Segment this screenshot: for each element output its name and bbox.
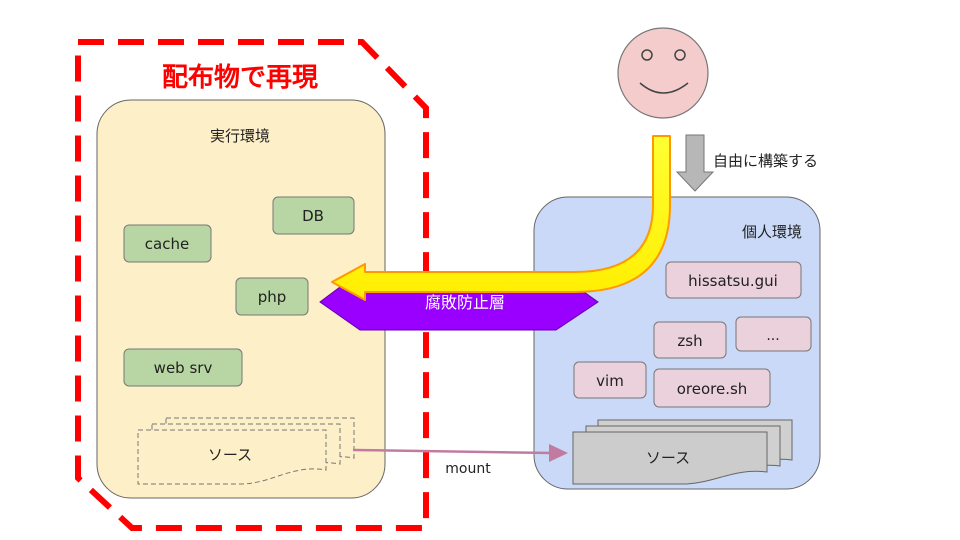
component-php-label: php xyxy=(258,288,287,306)
personal-source-label: ソース xyxy=(646,449,690,467)
anti-corruption-layer-label: 腐敗防止層 xyxy=(425,293,505,312)
runtime-source-label: ソース xyxy=(208,446,252,464)
item-hissatsu-gui: hissatsu.gui xyxy=(665,261,802,299)
personal-source-stack: ソース xyxy=(572,419,793,485)
item-vim: vim xyxy=(573,361,647,399)
runtime-env-title: 実行環境 xyxy=(210,127,270,145)
item-oreore-sh: oreore.sh xyxy=(653,368,771,408)
item-oreore-sh-label: oreore.sh xyxy=(677,380,748,398)
item-vim-label: vim xyxy=(596,372,624,390)
component-db: DB xyxy=(272,196,355,235)
personal-env-title: 個人環境 xyxy=(742,223,802,241)
dashed-region-title: 配布物で再現 xyxy=(162,63,318,93)
item-ellipsis: ... xyxy=(735,316,812,352)
runtime-source-stack: ソース xyxy=(137,417,355,485)
item-hissatsu-gui-label: hissatsu.gui xyxy=(688,272,778,290)
mount-arrow xyxy=(352,444,568,462)
component-php: php xyxy=(235,277,309,316)
component-web-srv-label: web srv xyxy=(154,359,213,377)
component-cache: cache xyxy=(123,224,212,263)
person-arrow-label: 自由に構築する xyxy=(713,152,818,170)
item-zsh: zsh xyxy=(653,321,727,359)
gray-down-arrow xyxy=(675,134,715,192)
dashed-region-border xyxy=(75,39,429,531)
yellow-curved-arrow xyxy=(331,135,671,301)
item-ellipsis-label: ... xyxy=(766,328,779,344)
component-cache-label: cache xyxy=(145,235,189,253)
person-face-icon xyxy=(617,27,709,119)
mount-label: mount xyxy=(445,461,491,477)
component-web-srv: web srv xyxy=(123,348,243,387)
component-db-label: DB xyxy=(302,207,324,225)
item-zsh-label: zsh xyxy=(677,332,702,350)
